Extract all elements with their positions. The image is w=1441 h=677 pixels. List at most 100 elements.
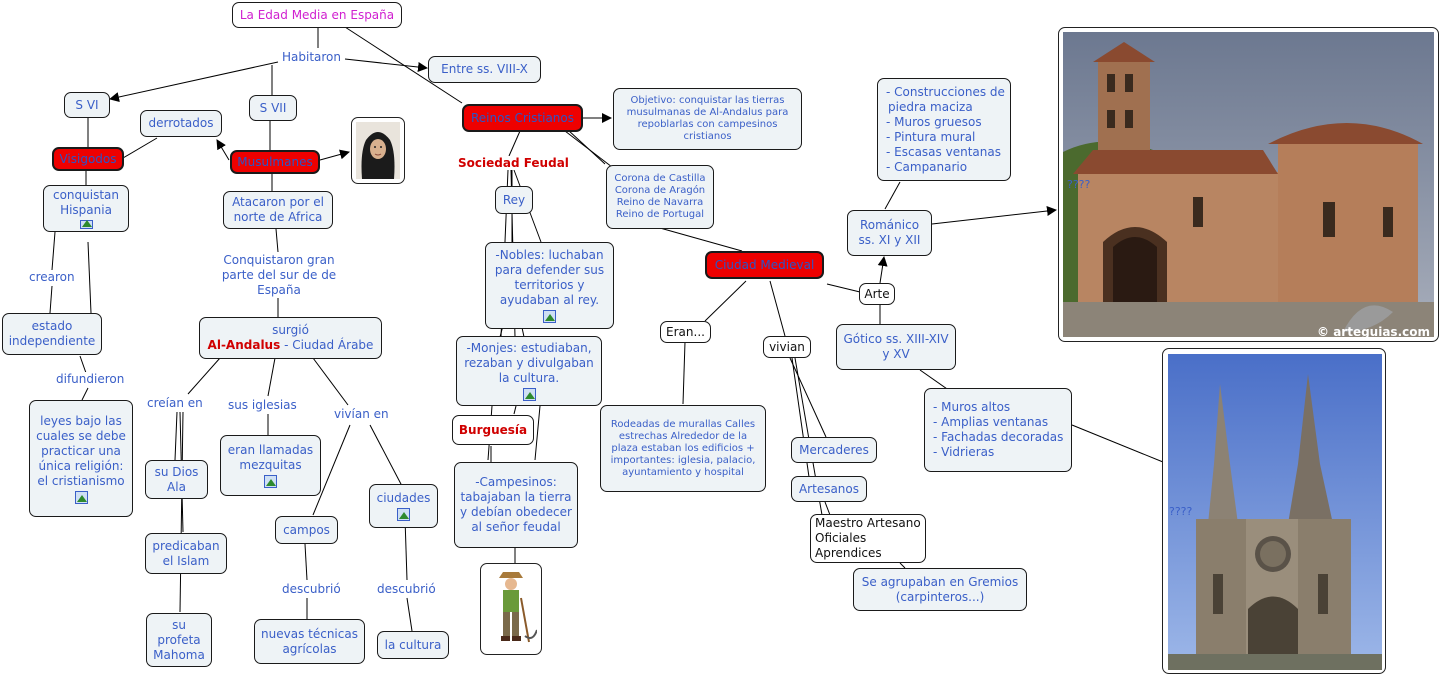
list-item: - Construcciones de (886, 84, 1005, 99)
concept-estado[interactable]: estado independiente (2, 313, 102, 355)
concept-rey-label: Rey (502, 192, 526, 207)
list-item: - Pintura mural (886, 129, 976, 144)
gothic-cathedral-icon (1168, 354, 1382, 670)
concept-s7[interactable]: S VII (249, 95, 297, 121)
concept-ciudad-medieval[interactable]: Ciudad Medieval (705, 251, 824, 279)
concept-profeta[interactable]: su profeta Mahoma (146, 613, 212, 667)
concept-ciudades-label: ciudades (376, 491, 431, 505)
concept-coronas[interactable]: Corona de Castilla Corona de Aragón Rein… (606, 165, 714, 229)
concept-vivian[interactable]: vivian (763, 336, 811, 358)
concept-gotico[interactable]: Gótico ss. XIII-XIV y XV (836, 324, 956, 370)
concept-conquistan[interactable]: conquistan Hispania (43, 185, 129, 232)
concept-entre[interactable]: Entre ss. VIII-X (428, 56, 541, 83)
list-item: - Fachadas decoradas (933, 430, 1064, 444)
concept-leyes[interactable]: leyes bajo las cuales se debe practicar … (29, 400, 133, 517)
image-icon[interactable] (522, 388, 536, 401)
concept-burguesia[interactable]: Burguesía (452, 415, 534, 445)
link-difundieron: difundieron (56, 372, 125, 387)
concept-s6-label: S VI (75, 97, 99, 112)
corona-aragon: Corona de Aragón (614, 185, 706, 196)
concept-surgio-label: surgió (272, 323, 309, 337)
concept-estado-label: estado independiente (8, 319, 96, 348)
concept-musulmanes[interactable]: Musulmanes (230, 150, 320, 174)
image-icon[interactable] (264, 475, 277, 488)
al-andalus-name: Al-Andalus (207, 338, 281, 352)
peasant-icon (499, 572, 538, 643)
concept-musulmanes-label: Musulmanes (237, 154, 313, 169)
concept-title-label: La Edad Media en España (239, 7, 395, 22)
concept-vivian-label: vivian (769, 339, 805, 354)
concept-burguesia-label: Burguesía (458, 422, 528, 437)
concept-gremios-label: Se agrupaban en Gremios (carpinteros...) (861, 574, 1019, 604)
concept-artesanos-label: Artesanos (798, 481, 860, 496)
concept-artesanos[interactable]: Artesanos (791, 476, 867, 502)
concept-nobles[interactable]: -Nobles: luchaban para defender sus terr… (485, 242, 614, 329)
concept-arte[interactable]: Arte (859, 283, 895, 305)
aprendices: Aprendices (815, 546, 882, 560)
concept-campos[interactable]: campos (275, 516, 338, 544)
list-item: - Muros altos (933, 400, 1011, 414)
link-creian: creían en (147, 396, 203, 411)
muslim-girl-icon (356, 122, 400, 179)
placeholder-text: ???? (1169, 505, 1193, 518)
image-icon[interactable] (397, 508, 410, 521)
muslim-girl-image[interactable] (351, 117, 405, 184)
maestro-artesano: Maestro Artesano (815, 516, 921, 530)
concept-ciudades[interactable]: ciudades (369, 484, 438, 528)
concept-rodeadas-label: Rodeadas de murallas Calles estrechas Al… (610, 418, 756, 478)
concept-title[interactable]: La Edad Media en España (232, 2, 402, 28)
list-item: piedra maciza (888, 99, 973, 114)
concept-campos-label: campos (283, 522, 330, 537)
concept-al-andalus[interactable]: surgió Al-Andalus - Ciudad Árabe (199, 317, 382, 359)
image-icon[interactable] (543, 310, 556, 323)
concept-romanico[interactable]: Románico ss. XI y XII (847, 210, 932, 256)
concept-entre-label: Entre ss. VIII-X (441, 62, 528, 76)
link-conquistaron: Conquistaron gran parte del sur de de Es… (220, 253, 338, 298)
concept-construcciones[interactable]: - Construcciones de piedra maciza - Muro… (877, 78, 1011, 181)
concept-visigodos-label: Visigodos (59, 151, 117, 166)
reino-navarra: Reino de Navarra (616, 197, 704, 208)
concept-rey[interactable]: Rey (495, 186, 533, 214)
concept-eran[interactable]: Eran... (660, 321, 711, 343)
concept-arte-label: Arte (864, 286, 890, 301)
concept-gremio-members[interactable]: Maestro Artesano Oficiales Aprendices (810, 514, 926, 563)
concept-dios[interactable]: su Dios Ala (145, 460, 208, 499)
concept-derrotados[interactable]: derrotados (140, 110, 222, 137)
image-icon[interactable] (79, 220, 93, 229)
concept-reinos-cristianos[interactable]: Reinos Cristianos (462, 104, 583, 132)
concept-cultura[interactable]: la cultura (377, 631, 449, 659)
concept-mezquitas[interactable]: eran llamadas mezquitas (220, 435, 321, 496)
concept-s6[interactable]: S VI (64, 92, 110, 118)
al-andalus-rest: - Ciudad Árabe (280, 338, 374, 352)
concept-rodeadas[interactable]: Rodeadas de murallas Calles estrechas Al… (600, 405, 766, 492)
concept-nobles-label: -Nobles: luchaban para defender sus terr… (494, 248, 605, 307)
concept-monjes[interactable]: -Monjes: estudiaban, rezaban y divulgaba… (456, 336, 602, 406)
list-item: - Campanario (886, 159, 968, 174)
concept-atacaron[interactable]: Atacaron por el norte de Africa (223, 191, 333, 229)
concept-tecnicas[interactable]: nuevas técnicas agrícolas (254, 619, 365, 664)
concept-gremios[interactable]: Se agrupaban en Gremios (carpinteros...) (853, 568, 1027, 611)
romanesque-church-photo[interactable]: © arteguias.com ???? (1058, 27, 1439, 342)
concept-mercaderes[interactable]: Mercaderes (791, 437, 877, 463)
concept-gotico-list[interactable]: - Muros altos - Amplias ventanas - Facha… (924, 388, 1072, 472)
concept-atacaron-label: Atacaron por el norte de Africa (232, 195, 324, 224)
link-descubrio-2: descubrió (377, 582, 436, 597)
list-item: - Vidrieras (933, 445, 995, 459)
concept-mercaderes-label: Mercaderes (799, 442, 869, 457)
link-crearon: crearon (29, 270, 75, 285)
al-andalus-line: Al-Andalus - Ciudad Árabe (208, 338, 374, 353)
concept-gotico-label: Gótico ss. XIII-XIV y XV (843, 332, 949, 361)
image-icon[interactable] (74, 490, 88, 504)
gothic-cathedral-photo[interactable]: ???? (1162, 348, 1386, 674)
concept-predicaban[interactable]: predicaban el Islam (145, 533, 227, 574)
concept-campesinos[interactable]: -Campesinos: tabajaban la tierra y debía… (454, 462, 578, 548)
concept-objetivo[interactable]: Objetivo: conquistar las tierras musulma… (613, 88, 802, 150)
link-vivian-en: vivían en (334, 407, 389, 422)
concept-eran-label: Eran... (666, 324, 705, 339)
concept-ciudad-label: Ciudad Medieval (714, 257, 815, 272)
concept-predicaban-label: predicaban el Islam (152, 538, 220, 568)
peasant-image[interactable] (480, 563, 542, 655)
list-item: - Escasas ventanas (886, 144, 1001, 159)
concept-visigodos[interactable]: Visigodos (52, 147, 124, 171)
concept-sociedad-feudal: Sociedad Feudal (458, 156, 569, 170)
